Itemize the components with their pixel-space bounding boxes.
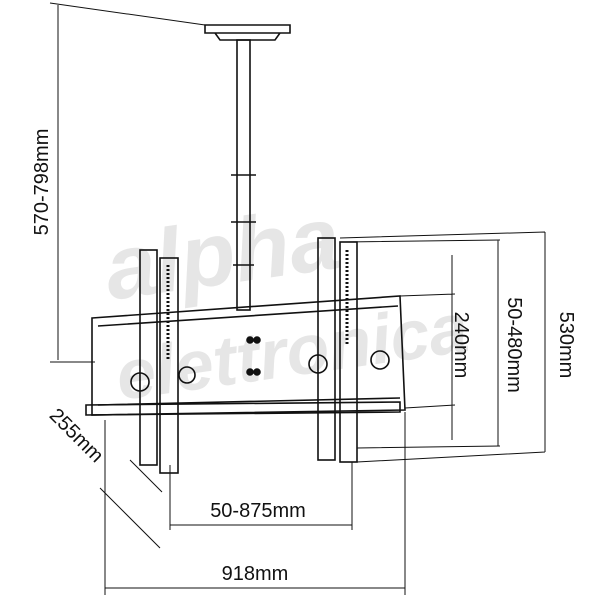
total-height-label: 530mm <box>555 312 577 379</box>
pole-height-label: 570-798mm <box>31 129 53 236</box>
left-front-bracket <box>159 257 179 474</box>
total-width-label: 918mm <box>222 563 289 585</box>
horizontal-vesa-label: 50-875mm <box>210 500 306 522</box>
frame-height-label: 240mm <box>450 312 472 379</box>
watermark: alpha elettronica <box>99 188 473 415</box>
ceiling-plate <box>204 24 291 41</box>
vertical-vesa-label: 50-480mm <box>503 297 525 393</box>
left-rear-bracket <box>139 249 158 466</box>
watermark-line1: alpha <box>99 188 346 320</box>
mount-outline <box>85 24 406 474</box>
right-rear-bracket <box>317 237 336 461</box>
frame-plate <box>91 295 406 416</box>
depth-label: 255mm <box>45 404 108 467</box>
dimension-lines <box>49 2 546 595</box>
